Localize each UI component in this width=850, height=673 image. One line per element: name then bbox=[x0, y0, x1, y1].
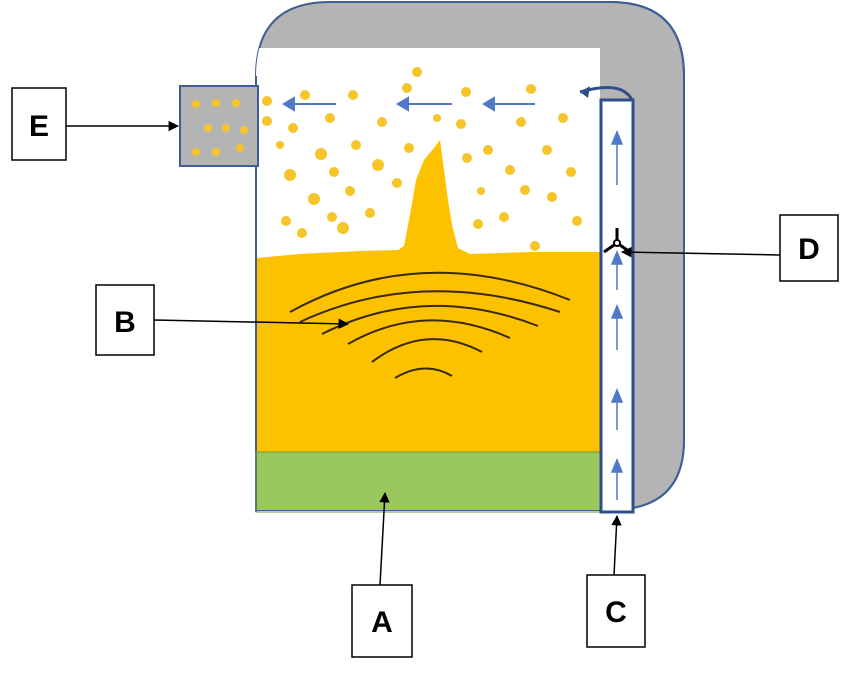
label-d: D bbox=[779, 214, 839, 282]
label-a: A bbox=[351, 584, 413, 658]
right-gray-area bbox=[633, 250, 684, 510]
arrow-d bbox=[620, 246, 781, 258]
label-b: B bbox=[95, 284, 155, 356]
label-c: C bbox=[586, 574, 646, 648]
arrow-c bbox=[611, 514, 622, 576]
headspace-flow-arrows bbox=[282, 96, 535, 112]
outlet-particles bbox=[192, 99, 248, 156]
arrow-b bbox=[153, 318, 350, 330]
leader-arrows bbox=[66, 120, 781, 586]
label-e-text: E bbox=[29, 110, 49, 143]
arrow-a bbox=[379, 491, 390, 586]
label-b-text: B bbox=[114, 306, 136, 339]
label-c-text: C bbox=[605, 596, 627, 629]
bottom-layer bbox=[256, 452, 600, 510]
bubbles bbox=[262, 67, 582, 251]
liquid-spike bbox=[256, 140, 600, 262]
riser-tube bbox=[579, 86, 635, 514]
outlet-box bbox=[179, 85, 259, 167]
label-e: E bbox=[11, 87, 67, 161]
label-d-text: D bbox=[798, 233, 820, 266]
label-a-text: A bbox=[371, 606, 393, 639]
liquid-region bbox=[256, 258, 600, 452]
tube-flow-arrows bbox=[610, 130, 624, 500]
